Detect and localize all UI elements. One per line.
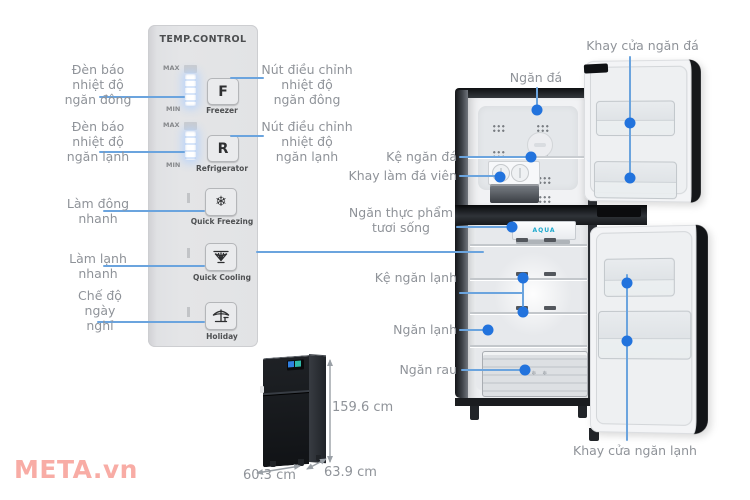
top-hinge xyxy=(583,63,609,74)
snowflake-icon: ❄ xyxy=(215,194,227,210)
fridge-shelf xyxy=(470,278,587,280)
callout-freezer-temp-adjust: Nút điều chỉnh nhiệt độ ngăn đông xyxy=(261,62,353,107)
fridge-shelf xyxy=(470,345,587,347)
shelf-bracket xyxy=(516,238,528,242)
callout-fridge-temp-light: Đèn báo nhiệt độ ngăn lạnh xyxy=(66,119,130,164)
callout-holiday-mode: Chế độ ngày nghỉ xyxy=(78,288,122,333)
fridge-button-label: Refrigerator xyxy=(195,164,249,173)
freezer-min-label: MIN xyxy=(166,105,181,113)
small-fridge-front xyxy=(263,355,309,468)
freezer-vent-dots xyxy=(492,124,505,133)
small-fridge-door-divider xyxy=(263,390,309,396)
callout-ice-cube-tray: Khay làm đá viên xyxy=(348,168,457,183)
ice-storage-bin xyxy=(490,184,539,203)
quick-freezing-indicator xyxy=(187,193,190,203)
fridge-max-notch xyxy=(184,122,197,130)
ice-twist-knob xyxy=(492,164,510,182)
vegetable-drawer: ❄ ❄ ❄ xyxy=(482,351,588,397)
control-strip xyxy=(516,240,570,244)
fridge-shelf xyxy=(470,244,587,246)
fridge-foot xyxy=(578,406,587,418)
freezer-shelf xyxy=(468,156,588,158)
fan-icon xyxy=(213,250,229,264)
callout-quick-freezing: Làm đông nhanh xyxy=(66,196,130,226)
fridge-key-letter: R xyxy=(217,140,229,157)
fridge-shelf xyxy=(470,312,587,314)
fridge-temp-led xyxy=(185,131,196,160)
small-fridge-display xyxy=(287,359,304,371)
freezer-max-label: MAX xyxy=(163,64,180,72)
freezer-vent-dots xyxy=(492,150,505,159)
shelf-bracket xyxy=(544,272,556,276)
callout-freezer-temp-light: Đèn báo nhiệt độ ngăn đông xyxy=(64,62,132,107)
shelf-bracket xyxy=(516,272,528,276)
fridge-door-bin xyxy=(603,257,675,297)
small-fridge-foot xyxy=(298,459,304,466)
callout-fridge-temp-adjust: Nút điều chỉnh nhiệt độ ngăn lạnh xyxy=(261,119,353,164)
callout-freezer-compartment: Ngăn đá xyxy=(509,70,563,85)
small-fridge-handle xyxy=(260,386,264,393)
callout-fridge-shelf: Kệ ngăn lạnh xyxy=(374,270,457,285)
callout-fridge-compartment: Ngăn lạnh xyxy=(393,322,457,337)
width-dimension: 60.3 cm xyxy=(243,468,296,483)
depth-dimension: 63.9 cm xyxy=(324,465,377,480)
fridge-door-bin xyxy=(597,310,692,360)
meta-vn-watermark: META.vn xyxy=(14,455,138,484)
quick-cooling-indicator xyxy=(187,248,190,258)
ice-twist-knob xyxy=(511,164,529,182)
callout-fresh-food: Ngăn thực phẩm tươi sống xyxy=(348,205,454,235)
freezer-vent-dots xyxy=(536,124,549,133)
small-fridge-foot xyxy=(270,461,276,467)
freezer-key-letter: F xyxy=(218,83,228,100)
shelf-bracket xyxy=(544,306,556,310)
door-caster xyxy=(589,428,599,441)
freezer-fan-cover xyxy=(527,132,553,158)
small-fridge-foot xyxy=(316,455,321,461)
freezer-temp-button: F xyxy=(207,78,239,105)
fridge-light-glow xyxy=(494,252,572,336)
middle-hinge xyxy=(597,207,641,217)
callout-veg-drawer: Ngăn rau xyxy=(399,362,457,377)
shelf-bracket xyxy=(516,306,528,310)
freezer-max-notch xyxy=(184,65,197,73)
fridge-left-edge xyxy=(455,90,468,398)
quick-freezing-button: ❄ xyxy=(205,188,237,216)
umbrella-icon xyxy=(212,309,230,323)
fridge-top-edge xyxy=(455,88,597,98)
holiday-indicator xyxy=(187,307,190,317)
quick-cooling-label: Quick Cooling xyxy=(193,273,251,282)
fridge-door-open xyxy=(590,224,708,435)
fridge-foot xyxy=(470,406,479,420)
fridge-temp-button: R xyxy=(207,135,239,162)
shelf-bracket xyxy=(544,238,556,242)
callout-freezer-shelf: Kệ ngăn đá xyxy=(386,149,457,164)
fridge-bottom-edge xyxy=(455,398,596,406)
freezer-door-bin xyxy=(595,100,675,137)
freezer-button-label: Freezer xyxy=(206,106,238,115)
holiday-label: Holiday xyxy=(206,332,238,341)
height-dimension: 159.6 cm xyxy=(332,400,394,415)
temp-control-panel: TEMP.CONTROL MAX MIN F Freezer MAX MIN R… xyxy=(148,25,258,347)
fridge-max-label: MAX xyxy=(163,121,180,129)
fridge-min-label: MIN xyxy=(166,161,181,169)
holiday-button xyxy=(205,302,237,330)
freezer-vent-dots xyxy=(538,195,551,204)
quick-freezing-label: Quick Freezing xyxy=(190,217,254,226)
freezer-door-open xyxy=(584,59,701,203)
callout-fridge-door-tray: Khay cửa ngăn lạnh xyxy=(573,443,697,458)
freezer-temp-led xyxy=(185,74,196,106)
display-teal-light xyxy=(295,360,301,367)
display-blue-light xyxy=(288,361,294,368)
panel-title: TEMP.CONTROL xyxy=(159,34,247,45)
ice-cube-tray xyxy=(488,161,540,185)
callout-quick-cooling: Làm lạnh nhanh xyxy=(69,251,127,281)
small-fridge-side xyxy=(309,354,326,464)
callout-freezer-door-tray: Khay cửa ngăn đá xyxy=(586,38,699,53)
freezer-door-bin xyxy=(593,161,678,200)
quick-cooling-button xyxy=(205,243,237,271)
freezer-vent-dots xyxy=(538,176,551,185)
